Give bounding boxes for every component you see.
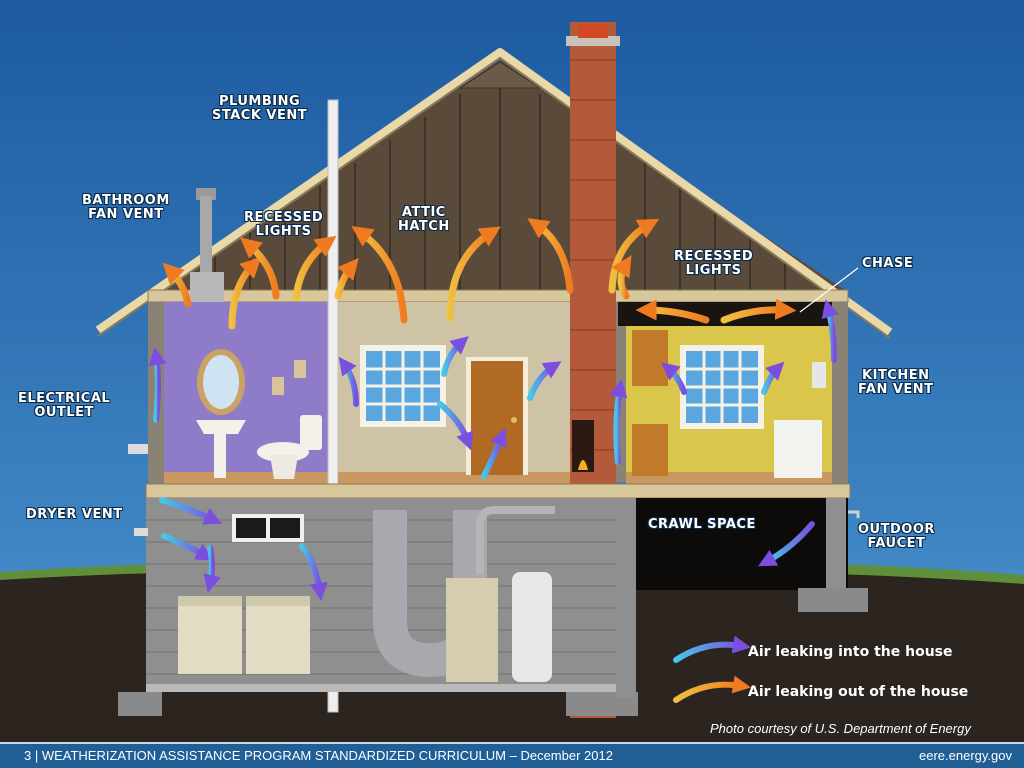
house-illustration (0, 0, 1024, 742)
fireplace (572, 420, 594, 472)
label-chase: CHASE (862, 256, 914, 271)
label-outdoor-faucet: OUTDOOR FAUCET (858, 523, 935, 551)
dryer (246, 596, 310, 674)
legend-out-arrow (673, 675, 751, 703)
label-attic-hatch: ATTIC HATCH (398, 206, 450, 234)
label-attic-line1: ATTIC (401, 205, 446, 220)
label-recessed-left-line1: RECESSED (244, 210, 324, 225)
label-crawl-space: CRAWL SPACE (648, 517, 756, 532)
furnace (446, 578, 498, 682)
main-floor (145, 483, 851, 499)
label-electrical-outlet: ELECTRICAL OUTLET (18, 392, 110, 420)
label-faucet-line1: OUTDOOR (858, 522, 935, 537)
toilet (300, 415, 322, 450)
water-heater (512, 572, 552, 682)
legend-in-arrow (673, 635, 751, 663)
label-recessed-right-line2: LIGHTS (685, 263, 742, 278)
attic-gable (148, 60, 848, 292)
label-recessed-lights-right: RECESSED LIGHTS (674, 250, 753, 278)
crawl-space (626, 498, 848, 590)
legend-in-label: Air leaking into the house (748, 644, 953, 660)
attic-floor (147, 289, 849, 303)
air-in-arrows (148, 299, 840, 601)
washer (178, 596, 242, 674)
label-bathroom-fan-vent: BATHROOM FAN VENT (82, 194, 170, 222)
label-plumbing-line1: PLUMBING (218, 94, 301, 109)
label-recessed-left-line2: LIGHTS (255, 224, 312, 239)
label-electrical-line2: OUTLET (34, 405, 94, 420)
footer-title: 3 | WEATHERIZATION ASSISTANCE PROGRAM ST… (24, 748, 613, 763)
label-plumbing-stack-vent: PLUMBING STACK VENT (212, 95, 307, 123)
label-kitchen-fan-vent: KITCHEN FAN VENT (858, 369, 934, 397)
label-dryer-vent: DRYER VENT (26, 507, 123, 522)
label-kitchen-line1: KITCHEN (862, 368, 930, 383)
label-recessed-right-line1: RECESSED (674, 249, 754, 264)
label-recessed-lights-left: RECESSED LIGHTS (244, 211, 323, 239)
roof-trim (95, 48, 893, 336)
house-diagram: PLUMBING STACK VENT BATHROOM FAN VENT RE… (0, 0, 1024, 742)
label-plumbing-line2: STACK VENT (212, 108, 308, 123)
label-kitchen-line2: FAN VENT (858, 382, 934, 397)
footer-bar: 3 | WEATHERIZATION ASSISTANCE PROGRAM ST… (0, 742, 1024, 768)
label-faucet-line2: FAUCET (867, 536, 926, 551)
label-bathroom-line1: BATHROOM (82, 193, 170, 208)
photo-credit: Photo courtesy of U.S. Department of Ene… (710, 721, 971, 736)
label-attic-line2: HATCH (398, 219, 450, 234)
label-electrical-line1: ELECTRICAL (18, 391, 111, 406)
air-out-arrows (162, 218, 797, 330)
legend-out-label: Air leaking out of the house (748, 684, 969, 700)
footer-url: eere.energy.gov (919, 748, 1012, 763)
label-bathroom-line2: FAN VENT (88, 207, 164, 222)
